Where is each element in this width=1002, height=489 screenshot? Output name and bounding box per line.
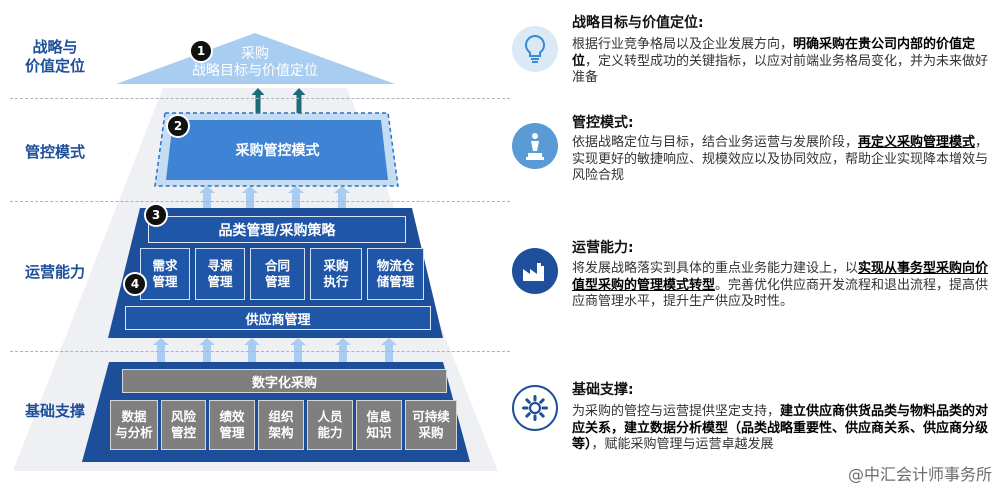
section-text-run: ，赋能采购管理与运营卓越发展 xyxy=(591,437,774,452)
divider xyxy=(10,98,510,99)
section-text-run: 再定义采购管理模式 xyxy=(858,135,976,150)
step-badge: 2 xyxy=(166,114,190,138)
process-cell: 合同 管理 xyxy=(250,248,305,300)
section-text-run: ，实现更好的敏捷响应、规模效应以及协同效应，帮助企业实现降本增效与风险合规 xyxy=(572,135,989,183)
foundation-cell: 组织 架构 xyxy=(258,400,304,450)
section-text-run: 依据战略定位与目标，结合业务运营与发展阶段， xyxy=(572,135,859,150)
divider xyxy=(10,351,510,352)
up-arrow xyxy=(199,338,215,362)
section-title: 基础支撑: xyxy=(572,382,634,398)
section-title: 管控模式: xyxy=(572,115,634,131)
section-body: 根据行业竞争格局以及企业发展方向，明确采购在贵公司内部的价值定位，定义转型成功的… xyxy=(572,37,996,87)
foundation-cell: 可持续 采购 xyxy=(405,400,457,450)
strategy-line1: 采购 xyxy=(241,46,269,62)
up-arrow xyxy=(242,186,258,208)
section-body: 将发展战略落实到具体的重点业务能力建设上，以实现从事务型采购向价值型采购的管理模… xyxy=(572,261,996,311)
step-badge: 1 xyxy=(189,39,213,63)
section-text-run: 根据行业竞争格局以及企业发展方向， xyxy=(572,37,794,52)
foundation-cell: 数据 与分析 xyxy=(110,400,158,450)
foundation-cell: 信息 知识 xyxy=(356,400,402,450)
process-cell: 物流仓 储管理 xyxy=(367,248,424,300)
section-body: 为采购的管控与运营提供坚定支持，建立供应商供货品类与物料品类的对应关系，建立数据… xyxy=(572,404,996,454)
strategy-box: 采购 战略目标与价值定位 xyxy=(180,45,330,81)
category-strategy-box: 品类管理/采购策略 xyxy=(148,216,406,243)
chess-piece-icon xyxy=(512,123,558,169)
level-label-strategy: 战略与 价值定位 xyxy=(24,38,85,75)
divider xyxy=(10,201,510,202)
top-triangle xyxy=(116,33,395,84)
lightbulb-icon xyxy=(512,26,558,72)
section-title: 战略目标与价值定位: xyxy=(572,15,704,31)
section-title: 运营能力: xyxy=(572,240,634,256)
process-cell: 采购 执行 xyxy=(310,248,362,300)
up-arrow xyxy=(153,338,169,362)
foundation-cell: 风险 管控 xyxy=(161,400,206,450)
up-arrow xyxy=(288,186,304,208)
process-cell: 寻源 管理 xyxy=(195,248,245,300)
section-text-run: 。完善优化供应商开发流程和退出流程，提高供应商管理水平，提升生产供应及时性。 xyxy=(572,277,989,310)
foundation-cell: 绩效 管理 xyxy=(209,400,255,450)
section-text-run: 明确采购在贵公司内部的价值定位 xyxy=(572,37,976,69)
step-badge: 3 xyxy=(144,203,168,227)
gear-icon xyxy=(512,385,558,431)
up-arrow xyxy=(334,186,350,208)
up-arrow xyxy=(335,338,351,362)
supplier-management-box: 供应商管理 xyxy=(125,306,431,330)
section-text-run: 为采购的管控与运营提供坚定支持， xyxy=(572,404,781,419)
section-text-run: 建立供应商供货品类与物料品类的对应关系，建立数据分析模型（品类战略重要性、供应商… xyxy=(572,404,989,452)
section-text-run: 将发展战略落实到具体的重点业务能力建设上，以 xyxy=(572,261,859,276)
control-mode-box: 采购管控模式 xyxy=(235,143,320,159)
arrow-group xyxy=(153,88,397,362)
factory-icon xyxy=(512,248,558,294)
up-arrow xyxy=(292,88,306,113)
process-cell: 需求 管理 xyxy=(140,248,190,300)
digital-procurement-box: 数字化采购 xyxy=(122,369,447,393)
level-label-foundation: 基础支撑 xyxy=(24,402,85,420)
watermark: @中汇会计师事务所 xyxy=(847,465,992,484)
control-panel-inner xyxy=(166,120,388,180)
step-badge: 4 xyxy=(123,272,147,296)
up-arrow xyxy=(244,338,260,362)
section-body: 依据战略定位与目标，结合业务运营与发展阶段，再定义采购管理模式，实现更好的敏捷响… xyxy=(572,135,996,185)
up-arrow xyxy=(290,338,306,362)
up-arrow xyxy=(199,186,215,208)
level-label-control: 管控模式 xyxy=(24,143,85,161)
section-text-run: ，定义转型成功的关键指标，以应对前端业务格局变化，并为未来做好准备 xyxy=(572,53,989,86)
up-arrow xyxy=(251,88,265,113)
section-text-run: 实现从事务型采购向价值型采购的管理模式转型 xyxy=(572,261,989,293)
strategy-line2: 战略目标与价值定位 xyxy=(192,63,318,79)
up-arrow xyxy=(381,338,397,362)
foundation-cell: 人员 能力 xyxy=(307,400,353,450)
level-label-operation: 运营能力 xyxy=(24,263,85,281)
